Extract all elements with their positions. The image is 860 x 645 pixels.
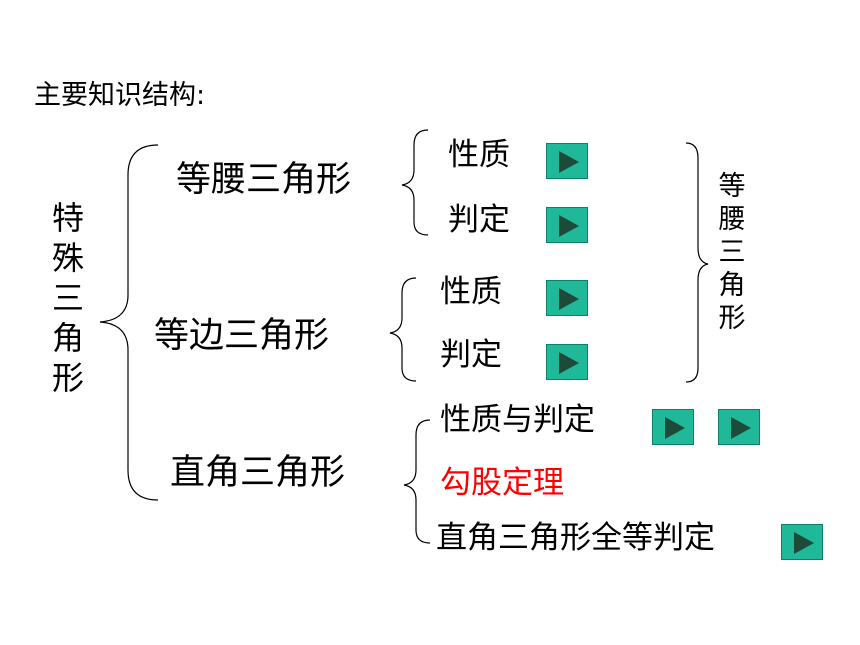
right-triangle-congruence: 直角三角形全等判定 <box>436 520 715 556</box>
play-icon[interactable] <box>718 409 760 445</box>
page-heading: 主要知识结构: <box>34 80 206 111</box>
play-icon[interactable] <box>546 344 588 380</box>
root-topic: 特殊三角形 <box>51 199 84 397</box>
brace-right-label <box>685 142 709 383</box>
equilateral-properties: 性质 <box>440 274 502 310</box>
right-triangle-properties-criteria: 性质与判定 <box>440 402 595 438</box>
brace-isosceles <box>401 129 429 236</box>
play-icon[interactable] <box>546 280 588 316</box>
brace-right <box>403 419 431 544</box>
root-brace <box>99 144 159 501</box>
category-equilateral: 等边三角形 <box>154 316 330 356</box>
play-icon[interactable] <box>546 143 588 179</box>
category-isosceles: 等腰三角形 <box>176 160 352 200</box>
isosceles-criteria: 判定 <box>448 202 510 238</box>
equilateral-criteria: 判定 <box>440 337 502 373</box>
brace-equilateral <box>389 277 417 382</box>
play-icon[interactable] <box>546 207 588 243</box>
play-icon[interactable] <box>781 524 823 560</box>
play-icon[interactable] <box>652 409 694 445</box>
category-right-triangle: 直角三角形 <box>170 453 346 493</box>
pythagorean-theorem[interactable]: 勾股定理 <box>440 465 564 501</box>
isosceles-properties: 性质 <box>448 137 510 173</box>
right-side-label: 等腰三角形 <box>718 171 746 334</box>
